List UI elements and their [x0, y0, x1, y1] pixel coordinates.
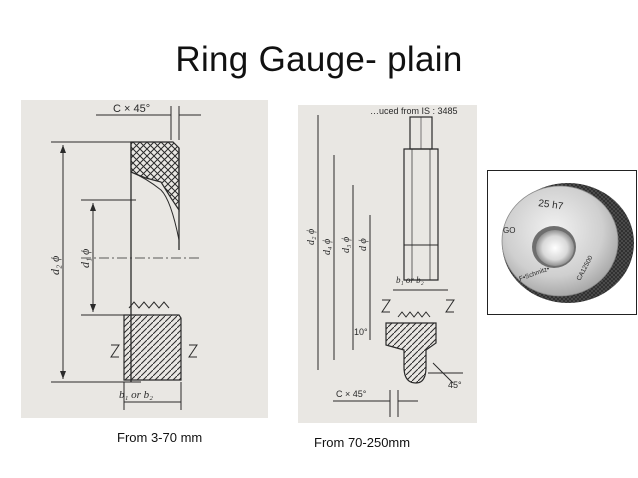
- d2-label: d₂ ϕ: [306, 229, 317, 245]
- photo-ring-svg: 25 h7 GO CA12500 F•Schmitz•: [488, 171, 636, 314]
- d2-label: d₂ ϕ: [48, 256, 62, 275]
- go-mark: GO: [503, 226, 515, 235]
- drawing-ring-gauge-large: …uced from IS : 3485 d₂ ϕ d₄ ϕ d₃ ϕ d ϕ …: [298, 105, 477, 423]
- width-label: b₁ or b₂: [396, 275, 424, 285]
- angle-large-label: 45°: [448, 380, 462, 390]
- size-mark: 25 h7: [538, 198, 565, 212]
- d-label: d ϕ: [358, 238, 369, 251]
- angle-small-label: 10°: [354, 327, 368, 337]
- photo-ring-gauge: 25 h7 GO CA12500 F•Schmitz•: [487, 170, 637, 315]
- drawing-large-svg: …uced from IS : 3485 d₂ ϕ d₄ ϕ d₃ ϕ d ϕ …: [298, 105, 477, 423]
- chamfer-label: C × 45°: [336, 389, 367, 399]
- caption-middle: From 70-250mm: [314, 435, 411, 450]
- width-label: b₁ or b₂: [119, 389, 153, 401]
- d3-label: d₃ ϕ: [341, 237, 352, 253]
- slide-title: Ring Gauge- plain: [175, 40, 463, 79]
- drawing-small-svg: C × 45° d₂ ϕ d₁ ϕ: [21, 100, 268, 418]
- chamfer-label: C × 45°: [113, 103, 150, 115]
- d4-label: d₄ ϕ: [322, 239, 333, 255]
- header-fragment: …uced from IS : 3485: [370, 106, 458, 116]
- caption-left: From 3-70 mm: [117, 430, 203, 445]
- drawing-ring-gauge-small: C × 45° d₂ ϕ d₁ ϕ: [21, 100, 268, 418]
